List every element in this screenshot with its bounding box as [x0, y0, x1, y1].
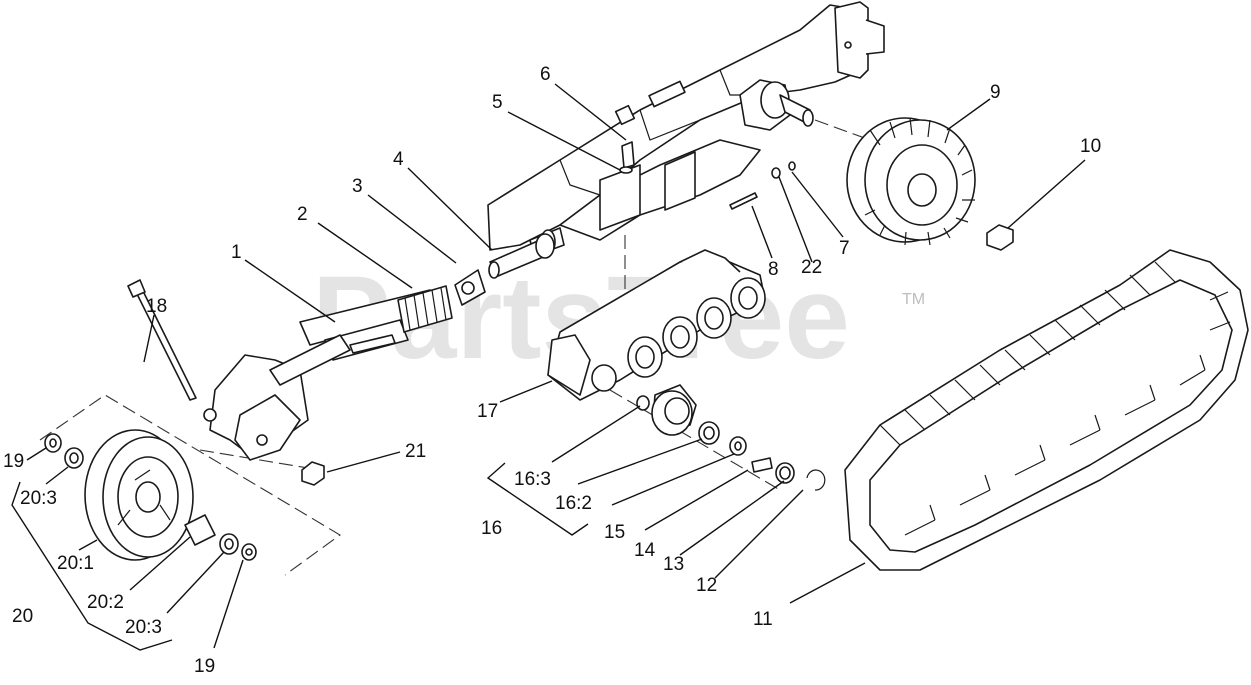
callout-1: 1 [231, 242, 242, 263]
callout-20-2: 20:2 [87, 592, 124, 613]
callout-20: 20 [12, 606, 33, 627]
callout-14: 14 [634, 540, 656, 561]
callout-5: 5 [492, 92, 503, 113]
callout-20-3-bottom: 20:3 [125, 617, 162, 638]
callout-15: 15 [604, 522, 625, 543]
callout-19-bottom: 19 [194, 656, 215, 677]
callout-19-top: 19 [3, 451, 24, 472]
callout-2: 2 [297, 204, 308, 225]
callout-18: 18 [146, 296, 167, 317]
callout-22: 22 [801, 257, 822, 278]
callout-4: 4 [393, 149, 404, 170]
callout-16: 16 [481, 518, 502, 539]
callout-21: 21 [405, 441, 426, 462]
rubber-track [844, 249, 1249, 571]
callout-12: 12 [696, 575, 717, 596]
callout-6: 6 [540, 64, 551, 85]
hardware [619, 141, 826, 491]
callout-17: 17 [477, 401, 498, 422]
callout-20-3-top: 20:3 [20, 488, 57, 509]
watermark-trademark: TM [902, 291, 925, 308]
callout-8: 8 [768, 259, 779, 280]
callout-9: 9 [990, 82, 1001, 103]
callout-11: 11 [753, 609, 773, 630]
roller-wheels [591, 277, 766, 392]
callout-16-2: 16:2 [555, 493, 592, 514]
callout-13: 13 [663, 554, 684, 575]
group-brackets [11, 462, 589, 651]
tension-assembly [299, 233, 555, 361]
drive-sprocket [846, 117, 1014, 251]
callout-labels: 1 2 3 4 5 6 7 8 9 10 11 12 13 14 15 16 1… [3, 64, 1101, 677]
bracket-20 [11, 481, 173, 651]
frame-assembly [487, 1, 885, 257]
roller-frame [547, 249, 766, 401]
leader-lines [26, 83, 1086, 649]
callout-16-3: 16:3 [514, 469, 551, 490]
callout-10: 10 [1080, 136, 1101, 157]
callout-20-1: 20:1 [57, 553, 94, 574]
bracket-16 [486, 462, 589, 536]
idler-assembly [44, 279, 351, 561]
callout-7: 7 [839, 238, 850, 259]
callout-3: 3 [352, 176, 363, 197]
